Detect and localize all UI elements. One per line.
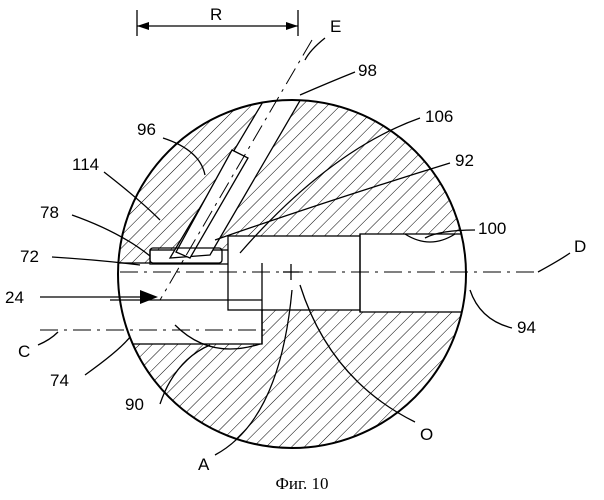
label-O: O (420, 425, 433, 444)
arrow-24 (40, 290, 158, 304)
figure-caption: Фиг. 10 (0, 474, 604, 494)
label-96: 96 (137, 120, 156, 139)
dimension-R: R (137, 5, 298, 36)
label-114: 114 (72, 155, 99, 174)
label-100: 100 (478, 219, 506, 238)
right-counterbore (360, 234, 470, 312)
label-A: A (198, 455, 210, 474)
dimension-R-label: R (210, 5, 222, 24)
label-E: E (330, 17, 341, 36)
label-C: C (18, 342, 30, 361)
label-72: 72 (20, 247, 39, 266)
label-D: D (574, 237, 586, 256)
label-90: 90 (125, 395, 144, 414)
label-98: 98 (358, 61, 377, 80)
label-24: 24 (5, 288, 24, 307)
label-94: 94 (517, 318, 536, 337)
label-106: 106 (425, 107, 453, 126)
label-74: 74 (50, 371, 69, 390)
central-channel (228, 236, 366, 310)
label-92: 92 (455, 151, 474, 170)
label-78: 78 (40, 203, 59, 222)
